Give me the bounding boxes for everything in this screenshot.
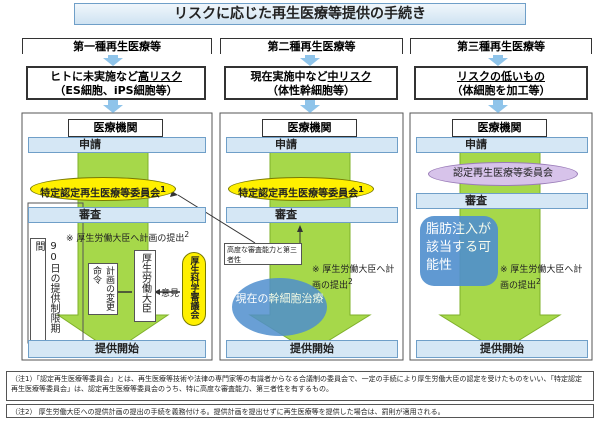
arrow-col3-top <box>488 53 508 66</box>
col3-class-label-box: 第三種再生医療等 <box>410 38 592 55</box>
col3-risk-line2: （体細胞を加工等） <box>451 84 551 97</box>
col1-class-label-box: 第一種再生医療等 <box>22 38 212 55</box>
col2-risk-em: 中リスク <box>327 70 372 83</box>
page-title: リスクに応じた再生医療等提供の手続き <box>74 3 526 25</box>
col2-start: 提供開始 <box>226 340 398 358</box>
col1-ministry-note: ※ 厚生労働大臣へ計画の提出2 <box>66 230 190 244</box>
col2-committee: 特定認定再生医療等委員会1 <box>228 177 374 201</box>
col3-example: 脂肪注入が該当する可能性 <box>420 216 498 286</box>
footnote-2: （注2） 厚生労働大臣への提供計画の提出の手続を義務付ける。提供計画を提出せずに… <box>6 404 594 418</box>
col2-class-label: 第二種再生医療等 <box>221 39 402 55</box>
col2-apply: 申請 <box>226 137 398 153</box>
col1-council: 厚生科学審議会 <box>182 252 206 326</box>
col1-period-box: 90日の提供制限期間 <box>30 238 59 342</box>
col2-risk-box: 現在実施中など中リスク （体性幹細胞等） <box>224 66 398 100</box>
col2-class-label-box: 第二種再生医療等 <box>220 38 403 55</box>
callout-line-left <box>177 194 256 244</box>
arrow-col2-mid <box>300 100 320 113</box>
col3-apply: 申請 <box>416 137 588 153</box>
arrow-col3-mid <box>488 100 508 113</box>
col1-risk-box: ヒトに未実施など高リスク （ES細胞、iPS細胞等） <box>26 66 206 100</box>
col1-risk-pre: ヒトに未実施など <box>50 70 138 83</box>
arrow-col1-top <box>103 53 123 66</box>
col3-ministry-note: ※ 厚生労働大臣へ計画の提出2 <box>500 265 583 291</box>
col3-start: 提供開始 <box>416 340 588 358</box>
col2-risk-line2: （体性幹細胞等） <box>267 84 355 97</box>
footnote-1: （注1）「認定再生医療等委員会」とは、再生医療等技術や法律の専門家等の有識者から… <box>6 371 594 401</box>
col1-class-label: 第一種再生医療等 <box>23 39 211 55</box>
col2-callout: 高度な審査能力と第三者性 <box>224 243 302 265</box>
col1-risk-line2: （ES細胞、iPS細胞等） <box>54 84 178 97</box>
col1-minister-box: 厚生労働大臣 <box>134 250 156 322</box>
col3-committee: 認定再生医療等委員会 <box>428 162 578 186</box>
arrow-col1-mid <box>103 100 123 113</box>
col2-ministry-note: ※ 厚生労働大臣へ計画の提出2 <box>312 265 395 291</box>
col1-risk-em: 高リスク <box>138 70 182 83</box>
col1-opinion: 意見 <box>161 289 180 299</box>
col3-institution: 医療機関 <box>452 119 547 137</box>
col1-review: 審査 <box>28 207 206 223</box>
col2-review: 審査 <box>226 207 398 223</box>
col1-change-order-box: 計画の変更命令 <box>88 263 118 315</box>
col3-risk-box: リスクの低いもの （体細胞を加工等） <box>414 66 588 100</box>
arrow-col2-top <box>300 53 320 66</box>
col2-institution: 医療機関 <box>262 119 357 137</box>
col2-risk-pre: 現在実施中など <box>250 70 328 83</box>
col1-apply: 申請 <box>28 137 206 153</box>
col3-class-label: 第三種再生医療等 <box>411 39 591 55</box>
col3-risk-em: リスクの低いもの <box>457 70 545 83</box>
col3-review: 審査 <box>416 193 588 209</box>
col1-start: 提供開始 <box>28 340 206 358</box>
col1-committee: 特定認定再生医療等委員会1 <box>30 177 176 201</box>
col1-institution: 医療機関 <box>68 119 163 137</box>
col2-example: 現在の幹細胞治療 <box>232 278 327 336</box>
